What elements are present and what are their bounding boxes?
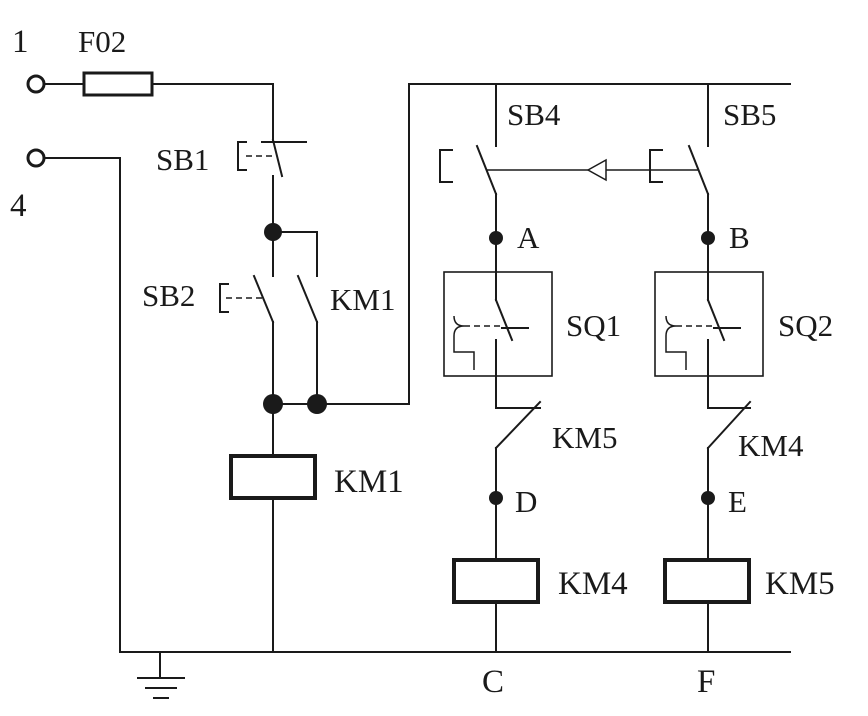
sq2-contact bbox=[665, 298, 741, 409]
sb5-switch bbox=[649, 144, 710, 237]
km4-contact-label: KM4 bbox=[738, 428, 804, 463]
wire-upper-bus bbox=[272, 83, 791, 405]
node-d-label: D bbox=[515, 484, 537, 519]
km4-coil-label: KM4 bbox=[558, 566, 628, 602]
km5-contact-label: KM5 bbox=[552, 420, 617, 455]
fuse-f02 bbox=[82, 71, 154, 97]
ground-icon bbox=[137, 651, 185, 699]
node-a-label: A bbox=[517, 220, 540, 255]
sb4-switch bbox=[439, 144, 498, 237]
sb4-label: SB4 bbox=[507, 97, 561, 132]
sq2-label: SQ2 bbox=[778, 308, 833, 343]
sq1-label: SQ1 bbox=[566, 308, 621, 343]
km1-contact-label: KM1 bbox=[330, 282, 395, 317]
fuse-label: F02 bbox=[78, 24, 126, 59]
km4-coil bbox=[452, 558, 540, 604]
km1-holding-contact bbox=[296, 274, 319, 405]
km1-coil bbox=[229, 454, 317, 500]
sb1-label: SB1 bbox=[156, 142, 209, 177]
terminal-4 bbox=[26, 148, 46, 168]
km1-coil-label: KM1 bbox=[334, 464, 404, 500]
terminal-4-label: 4 bbox=[10, 188, 27, 224]
sb2-switch bbox=[219, 231, 275, 405]
sb2-label: SB2 bbox=[142, 278, 195, 313]
mechanical-interlock-link bbox=[486, 158, 698, 182]
wire-terminal4-return bbox=[43, 157, 121, 653]
node-c-label: C bbox=[482, 664, 504, 700]
sq1-housing bbox=[443, 271, 553, 377]
node-b-label: B bbox=[729, 220, 750, 255]
terminal-1-label: 1 bbox=[12, 24, 29, 60]
wire-km1-branch-top bbox=[272, 231, 318, 277]
node-e-label: E bbox=[728, 484, 747, 519]
km5-coil-label: KM5 bbox=[765, 566, 835, 602]
sb1-switch bbox=[237, 127, 307, 233]
sq1-contact bbox=[453, 298, 529, 409]
node-f-label: F bbox=[697, 664, 715, 700]
km5-interlock-contact bbox=[494, 400, 542, 497]
sb5-label: SB5 bbox=[723, 97, 776, 132]
km4-interlock-contact bbox=[706, 400, 752, 497]
km5-coil bbox=[663, 558, 751, 604]
wire-fuse-sb1 bbox=[151, 83, 274, 129]
terminal-1 bbox=[26, 74, 46, 94]
